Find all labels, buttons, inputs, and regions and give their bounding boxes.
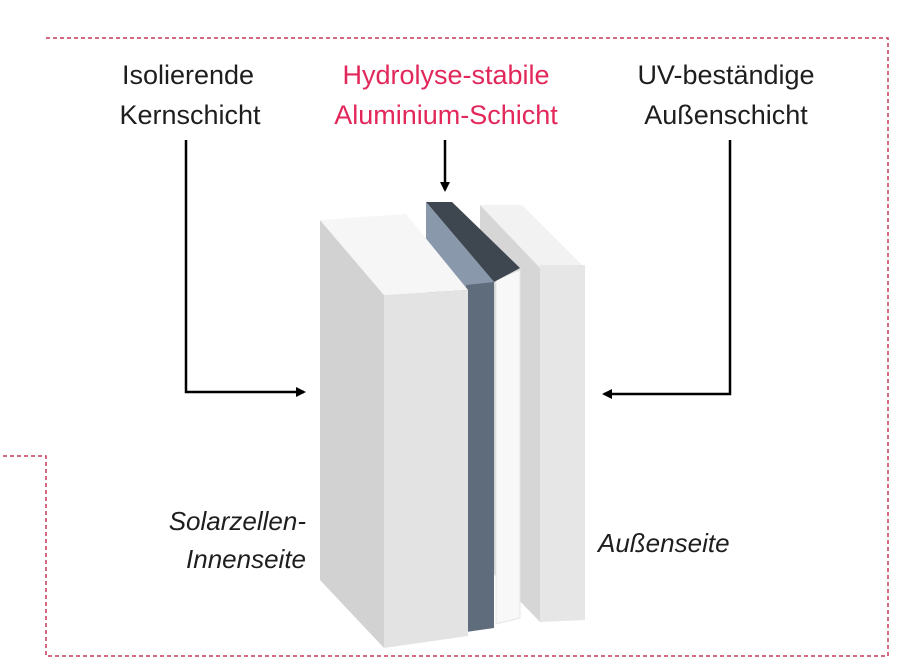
inner-side-label-line2: Innenseite	[186, 544, 306, 574]
inner-side-label-line1: Solarzellen-	[169, 506, 307, 536]
spacer-layer	[495, 269, 521, 625]
arrows	[184, 140, 732, 399]
outer-layer-label-line1: UV-beständige	[637, 60, 814, 90]
outer-layer-side	[540, 265, 585, 622]
aluminium-layer-top	[426, 202, 520, 282]
outer-layer-edge	[480, 205, 585, 268]
frame-border	[0, 37, 889, 657]
core-layer-top	[320, 214, 468, 295]
spacer-layer-side	[495, 269, 521, 625]
core-layer-arrow	[184, 140, 306, 397]
core-layer-label-line1: Isolierende	[122, 60, 254, 90]
core-layer-side	[384, 290, 468, 648]
dashed-frame	[0, 37, 889, 657]
aluminium-layer-edge	[466, 282, 494, 632]
core-layer-label-line2: Kernschicht	[119, 100, 261, 130]
outer-side-label: Außenseite	[596, 528, 730, 558]
label-outer-layer: UV-beständige Außenschicht	[637, 60, 814, 130]
label-core-layer: Isolierende Kernschicht	[119, 60, 261, 130]
core-layer	[320, 214, 468, 648]
label-aluminium-layer: Hydrolyse-stabile Aluminium-Schicht	[334, 60, 558, 130]
aluminium-layer-label-line1: Hydrolyse-stabile	[342, 60, 549, 90]
core-layer-front	[320, 220, 384, 648]
label-inner-side: Solarzellen- Innenseite	[169, 506, 307, 574]
aluminium-layer-label-line2: Aluminium-Schicht	[334, 100, 558, 130]
outer-layer-label-line2: Außenschicht	[644, 100, 808, 130]
outer-layer-arrow	[602, 140, 732, 399]
